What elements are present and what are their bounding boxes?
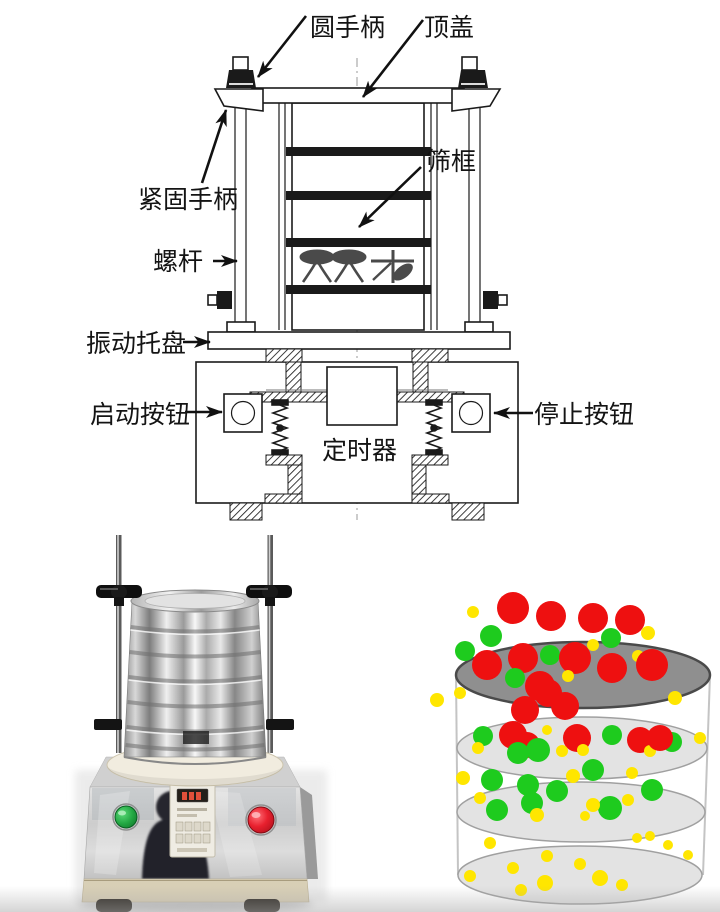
sieve-disc	[456, 781, 706, 843]
yellow-particle	[454, 687, 466, 699]
yellow-particle	[632, 833, 642, 843]
bottom-fade	[0, 886, 720, 912]
sieve-layer-bar	[286, 147, 431, 156]
separation-illustration	[430, 592, 712, 905]
green-particle	[602, 725, 622, 745]
red-particle	[559, 642, 591, 674]
photo-sieve-stack	[123, 589, 267, 765]
green-particle	[507, 742, 529, 764]
yellow-particle	[645, 831, 655, 841]
red-particle	[551, 692, 579, 720]
vibration-tray	[207, 331, 511, 350]
sieve-stack	[278, 102, 438, 331]
green-particle	[486, 799, 508, 821]
green-particle	[601, 628, 621, 648]
spring-right	[424, 399, 444, 456]
red-particle	[636, 649, 668, 681]
red-particle	[497, 592, 529, 624]
side-knob	[483, 291, 498, 309]
sieve-shaker-diagram: 圆手柄 顶盖 筛框 紧固手柄 螺杆 振动托盘 启动按钮 停止按钮 定时器	[86, 13, 634, 521]
label-sieve-frame: 筛框	[426, 147, 476, 176]
green-particle	[517, 774, 539, 796]
yellow-particle	[467, 606, 479, 618]
photo-start-button	[112, 803, 140, 831]
vibration-mechanism	[249, 348, 465, 504]
label-stop-button: 停止按钮	[534, 400, 634, 429]
yellow-particle	[641, 626, 655, 640]
yellow-particle	[542, 725, 552, 735]
green-particle	[505, 668, 525, 688]
yellow-particle	[566, 769, 580, 783]
yellow-particle	[456, 771, 470, 785]
yellow-particle	[694, 732, 706, 744]
red-particle	[647, 725, 673, 751]
brand-logo	[299, 249, 414, 283]
yellow-particle	[530, 808, 544, 822]
spring-left	[270, 399, 290, 456]
yellow-particle	[464, 870, 476, 882]
green-particle	[641, 779, 663, 801]
red-particle	[511, 696, 539, 724]
stop-button-symbol	[451, 393, 491, 433]
green-particle	[526, 738, 550, 762]
leader-arrows	[183, 15, 533, 419]
label-screw-rod: 螺杆	[153, 247, 203, 276]
sieve-layer-bar	[286, 191, 431, 200]
label-timer: 定时器	[322, 436, 397, 465]
side-knob	[217, 291, 232, 309]
red-particle	[472, 650, 502, 680]
yellow-particle	[586, 798, 600, 812]
timer-box	[326, 366, 398, 426]
green-particle	[455, 641, 475, 661]
top-cover-plate	[213, 56, 502, 112]
yellow-particle	[592, 870, 608, 886]
red-particle	[615, 605, 645, 635]
sieve-layer-bar	[286, 285, 431, 294]
yellow-particle	[587, 639, 599, 651]
timer-buttons	[175, 821, 211, 844]
photo-stop-button	[245, 804, 277, 836]
yellow-particle	[580, 811, 590, 821]
yellow-particle	[484, 837, 496, 849]
label-vibration-tray: 振动托盘	[86, 329, 186, 358]
label-round-handle: 圆手柄	[310, 13, 385, 42]
yellow-particle	[626, 767, 638, 779]
label-start-button: 启动按钮	[90, 400, 190, 429]
green-particle	[481, 769, 503, 791]
yellow-particle	[472, 742, 484, 754]
sieve-layer-bar	[286, 238, 431, 247]
green-particle	[582, 759, 604, 781]
machine-photo	[75, 535, 327, 912]
start-button-symbol	[223, 393, 263, 433]
round-handle-right	[458, 56, 488, 88]
label-fastening-handle: 紧固手柄	[138, 185, 238, 214]
green-particle	[480, 625, 502, 647]
green-particle	[546, 780, 568, 802]
yellow-particle	[556, 745, 568, 757]
green-particle	[540, 645, 560, 665]
yellow-particle	[683, 850, 693, 860]
photo-screw-rods	[116, 535, 273, 753]
yellow-particle	[562, 670, 574, 682]
timer-panel	[169, 772, 216, 858]
yellow-particle	[663, 840, 673, 850]
yellow-particle	[622, 794, 634, 806]
clamp-handles	[94, 585, 294, 730]
yellow-particle	[668, 691, 682, 705]
red-particle	[536, 601, 566, 631]
green-particle	[473, 726, 493, 746]
yellow-particle	[474, 792, 486, 804]
green-particle	[598, 796, 622, 820]
round-handle-left	[226, 56, 256, 88]
yellow-particle	[430, 693, 444, 707]
yellow-particle	[574, 858, 586, 870]
yellow-particle	[541, 850, 553, 862]
red-particle	[578, 603, 608, 633]
red-particle	[597, 653, 627, 683]
yellow-particle	[507, 862, 519, 874]
red-particle	[508, 643, 538, 673]
yellow-particle	[577, 744, 589, 756]
particles-group	[430, 592, 706, 896]
label-top-cover: 顶盖	[424, 13, 474, 42]
